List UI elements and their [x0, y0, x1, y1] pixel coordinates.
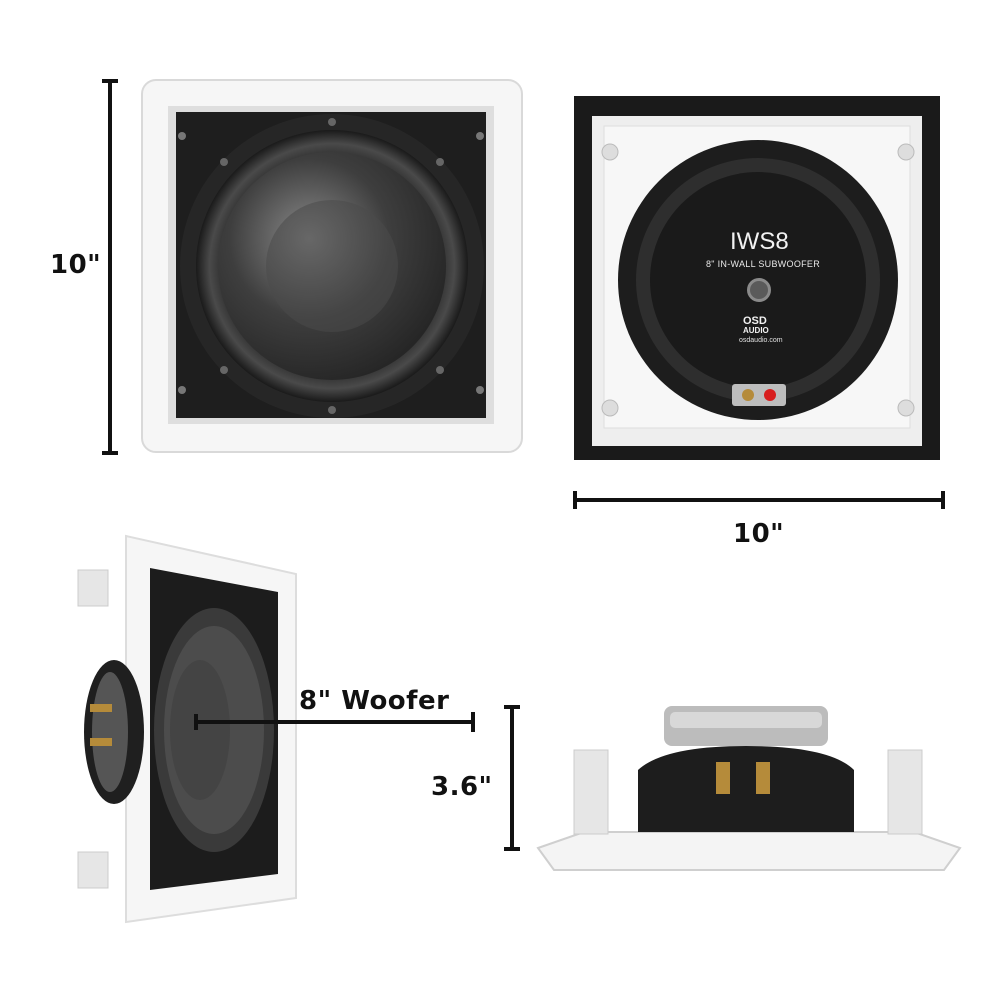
angled-view [74, 534, 300, 924]
rear-subtitle-label: 8" IN-WALL SUBWOOFER [706, 259, 821, 269]
woofer-dimension-line [192, 710, 478, 734]
rear-website-label: osdaudio.com [739, 337, 783, 344]
front-view [140, 78, 525, 456]
depth-dimension-line [500, 704, 524, 854]
woofer-label: 8" Woofer [299, 686, 450, 716]
width-dimension-line [572, 488, 948, 512]
side-profile-view [534, 698, 964, 878]
osd-logo-line1: OSD [743, 315, 767, 327]
height-label: 10" [50, 250, 102, 280]
height-dimension-line [100, 78, 124, 458]
osd-logo-line2: AUDIO [743, 326, 769, 335]
width-label: 10" [733, 519, 785, 549]
rear-model-label: IWS8 [730, 228, 789, 255]
rear-center-bolt [747, 278, 771, 302]
rear-view [572, 94, 944, 464]
depth-label: 3.6" [431, 772, 493, 802]
osd-logo: OSD AUDIO [743, 315, 769, 336]
